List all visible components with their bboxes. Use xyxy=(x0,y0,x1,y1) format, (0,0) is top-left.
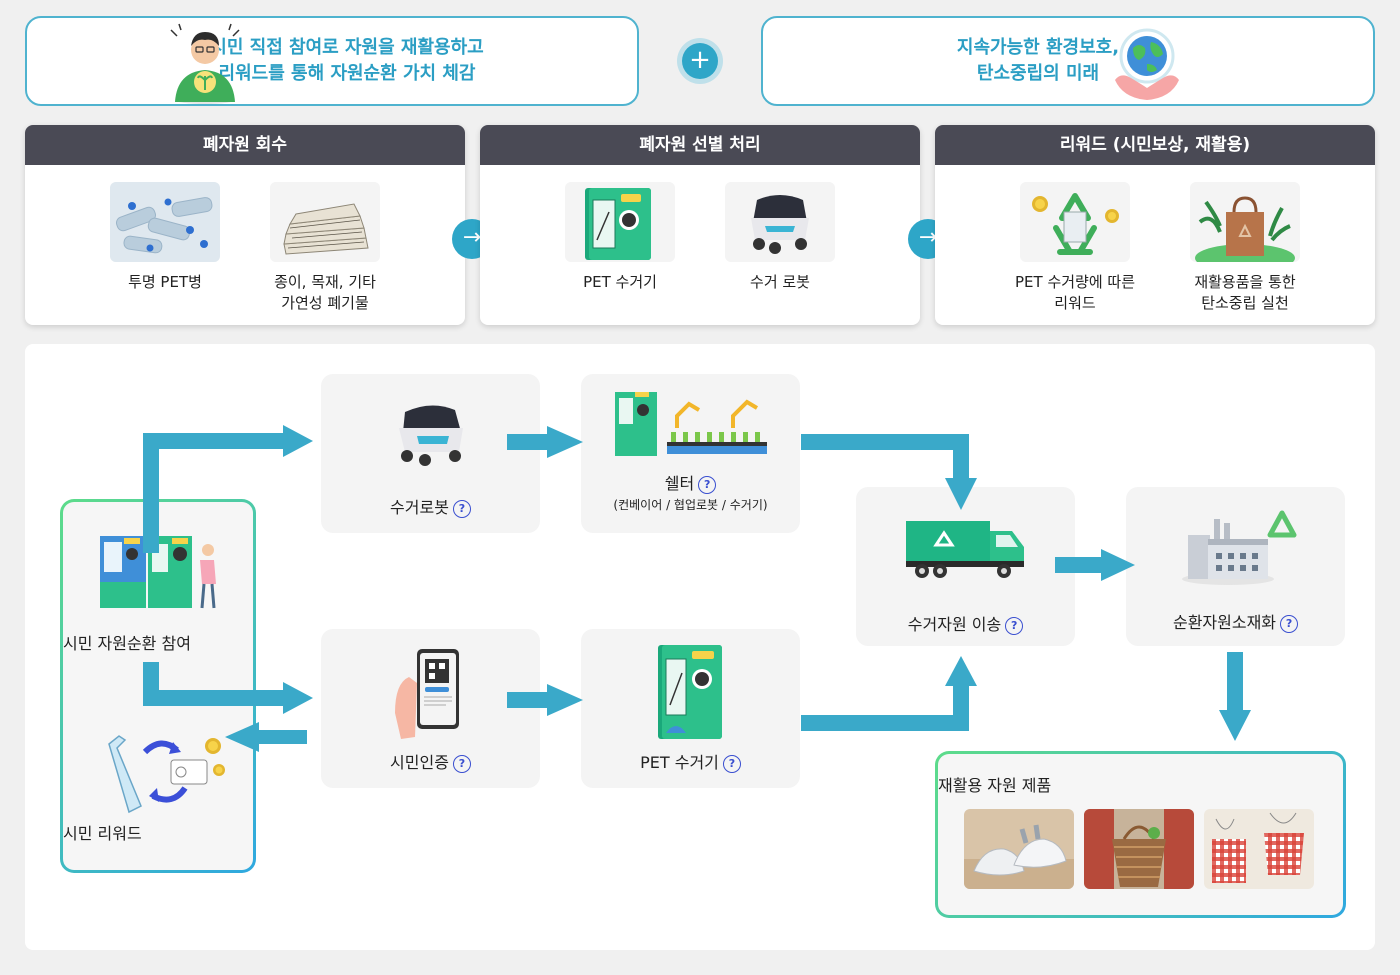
vision-line-1: 지속가능한 환경보호, xyxy=(956,37,1120,58)
citizen-auth-card[interactable]: 시민인증? xyxy=(321,629,540,788)
item-label: 종이, 목재, 기타 xyxy=(274,273,376,291)
reward-recycle-icon xyxy=(1020,182,1130,262)
transport-label: 수거자원 이송 xyxy=(907,615,1002,634)
shelter-sub-label: (컨베이어 / 협업로봇 / 수거기) xyxy=(613,498,768,512)
panel-title: 폐자원 선별 처리 xyxy=(480,125,920,165)
citizen-participation-label: 시민 자원순환 참여 xyxy=(63,634,191,653)
eco-bag-icon xyxy=(1190,182,1300,262)
phone-qr-icon xyxy=(395,649,459,739)
collection-robot-icon xyxy=(725,182,835,262)
pet-collector-card[interactable]: PET 수거기? xyxy=(581,629,800,788)
help-icon[interactable]: ? xyxy=(1005,617,1024,635)
help-icon[interactable]: ? xyxy=(1280,615,1299,633)
citizen-idea-icon xyxy=(170,23,240,104)
panel-item: 재활용품을 통한 탄소중립 실천 xyxy=(1185,182,1305,314)
item-label: PET 수거량에 따른 xyxy=(1014,273,1136,291)
item-label: 수거 로봇 xyxy=(750,273,810,291)
panel-title: 폐자원 회수 xyxy=(25,125,465,165)
pet-collector-icon xyxy=(658,645,722,739)
shelter-conveyor-icon xyxy=(615,392,767,456)
mission-banner: 시민 직접 참여로 자원을 재활용하고 리워드를 통해 자원순환 가치 체감 xyxy=(25,16,639,106)
shelter-label: 쉘터 xyxy=(664,474,695,493)
mission-line-1: 시민 직접 참여로 자원을 재활용하고 xyxy=(210,37,484,58)
recycling-card[interactable]: 순환자원소재화? xyxy=(1126,487,1345,646)
recycling-truck-icon xyxy=(906,521,1024,578)
bottle-reward-cycle-icon xyxy=(108,735,225,814)
sneakers-photo xyxy=(964,809,1074,889)
panel-item: 수거 로봇 xyxy=(720,182,840,293)
item-label: 투명 PET병 xyxy=(128,273,202,291)
item-label: 재활용품을 통한 xyxy=(1194,273,1296,291)
recycled-products-box: 재활용 자원 제품 xyxy=(935,751,1346,918)
collection-robot-label: 수거로봇 xyxy=(390,498,449,517)
vision-banner: 지속가능한 환경보호, 탄소중립의 미래 xyxy=(761,16,1375,106)
collection-robot-icon xyxy=(399,405,463,466)
help-icon[interactable]: ? xyxy=(722,755,741,773)
mission-line-2: 리워드를 통해 자원순환 가치 체감 xyxy=(218,63,476,84)
recycling-label: 순환자원소재화 xyxy=(1172,613,1277,632)
item-label: PET 수거기 xyxy=(583,273,657,291)
pet-collector-icon xyxy=(565,182,675,262)
item-label: 가연성 폐기물 xyxy=(281,294,369,312)
flow-arrows xyxy=(143,425,1251,752)
panel-item: 종이, 목재, 기타 가연성 폐기물 xyxy=(265,182,385,314)
item-label: 리워드 xyxy=(1054,294,1096,312)
citizen-reward-label: 시민 리워드 xyxy=(63,824,142,843)
panel-reward: 리워드 (시민보상, 재활용) PET 수거량에 따른 리워드 xyxy=(935,125,1375,325)
citizen-kiosk-icon xyxy=(100,536,216,609)
help-icon[interactable]: ? xyxy=(452,755,471,773)
vision-line-2: 탄소중립의 미래 xyxy=(976,63,1100,84)
shelter-card[interactable]: 쉘터? (컨베이어 / 협업로봇 / 수거기) xyxy=(581,374,800,533)
products-title: 재활용 자원 제품 xyxy=(938,776,1052,795)
plus-badge: + xyxy=(677,38,723,84)
collection-robot-card[interactable]: 수거로봇? xyxy=(321,374,540,533)
factory-recycle-icon xyxy=(1182,510,1297,585)
panel-item: 투명 PET병 xyxy=(105,182,225,314)
item-label: 탄소중립 실천 xyxy=(1201,294,1289,312)
panel-item: PET 수거기 xyxy=(560,182,680,293)
help-icon[interactable]: ? xyxy=(698,476,717,494)
panel-item: PET 수거량에 따른 리워드 xyxy=(1005,182,1145,314)
panel-sorting: 폐자원 선별 처리 PET 수거기 xyxy=(480,125,920,325)
flow-diagram: 시민 자원순환 참여 시민 리워드 수거로봇? xyxy=(25,344,1375,950)
panel-waste-collection: 폐자원 회수 투명 PET병 xyxy=(25,125,465,325)
citizen-auth-label: 시민인증 xyxy=(390,753,449,772)
panel-title: 리워드 (시민보상, 재활용) xyxy=(935,125,1375,165)
plus-icon: + xyxy=(682,43,718,79)
help-icon[interactable]: ? xyxy=(452,500,471,518)
transport-card[interactable]: 수거자원 이송? xyxy=(856,487,1075,646)
waste-paper-photo xyxy=(270,182,380,262)
earth-in-hands-icon xyxy=(1115,28,1179,100)
pet-collector-label: PET 수거기 xyxy=(640,753,719,772)
woven-bag-photo xyxy=(1084,809,1194,889)
pet-bottles-photo xyxy=(110,182,220,262)
gingham-bags-photo xyxy=(1204,809,1314,889)
